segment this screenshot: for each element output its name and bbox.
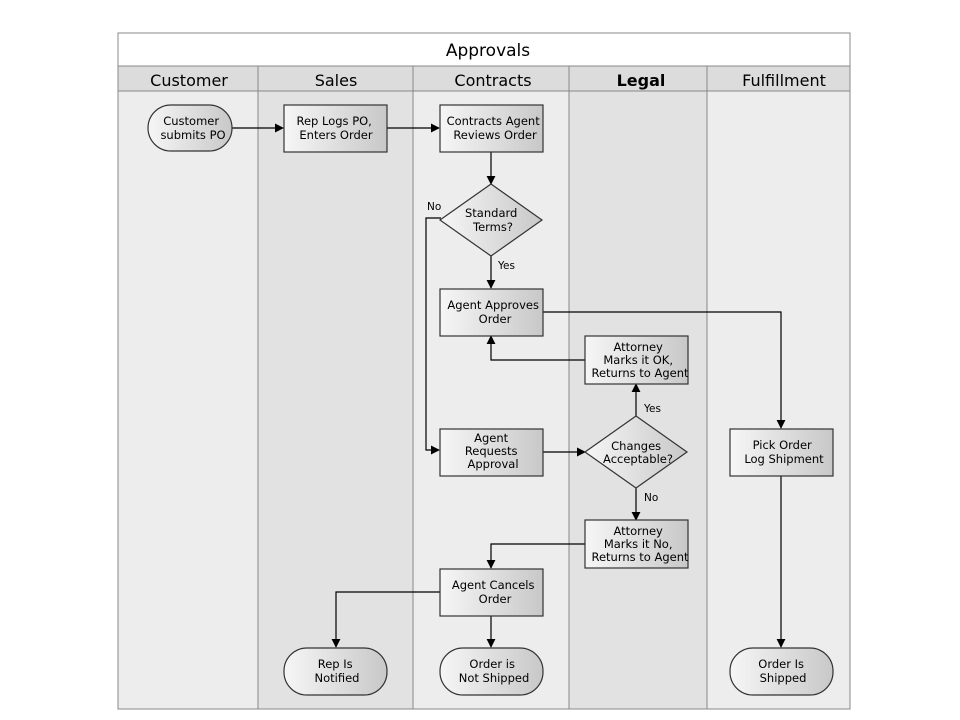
svg-text:Attorney Marks it OK,: Attorney Marks it OK, Returns to Agent <box>591 340 689 380</box>
edge-approve-to-pick-order <box>543 311 786 429</box>
edge-attorney-no-to-cancel <box>486 543 585 569</box>
node-attorney-marks-no: Attorney Marks it No, Returns to Agent <box>584 519 689 569</box>
node-rep-is-notified: Rep Is Notified <box>283 647 388 696</box>
node-text-line: Order <box>479 592 512 606</box>
svg-text:Order is Not Shipped: Order is Not Shipped <box>459 657 530 685</box>
node-text-line: Marks it No, <box>604 537 673 551</box>
node-text-line: Attorney <box>613 524 663 538</box>
edge-cancel-to-rep-notified <box>331 591 440 648</box>
node-text-line: Standard <box>465 206 517 220</box>
edge-attorney-ok-to-approve <box>486 335 585 361</box>
lane-label-fulfillment: Fulfillment <box>742 71 826 90</box>
node-order-is-shipped: Order Is Shipped <box>729 647 834 696</box>
node-attorney-marks-ok: Attorney Marks it OK, Returns to Agent <box>584 335 689 385</box>
flow-edges: Yes No Yes No <box>232 123 786 648</box>
node-text-line: Attorney <box>613 340 663 354</box>
node-agent-approves-order: Agent Approves Order <box>439 288 544 337</box>
lane-header-sales <box>257 65 414 92</box>
lane-label-sales: Sales <box>315 71 358 90</box>
svg-text:Order Is Shipped: Order Is Shipped <box>758 657 807 685</box>
node-text-line: Agent Approves <box>447 298 539 312</box>
lane-header-legal <box>568 65 708 92</box>
node-customer-submits-po: Customer submits PO <box>147 104 233 152</box>
node-text-line: Enters Order <box>299 128 372 142</box>
edge-label-standard-terms-no: No <box>427 201 441 213</box>
node-agent-requests-approval: Agent Requests Approval <box>439 428 544 477</box>
svg-text:Contracts Agent Review: Contracts Agent Reviews Order <box>447 114 544 142</box>
lane-header-fulfillment <box>706 65 851 92</box>
lane-label-customer: Customer <box>150 71 228 90</box>
node-agent-cancels-order: Agent Cancels Order <box>439 568 544 617</box>
node-text-line: Returns to Agent <box>591 366 689 380</box>
node-text-line: Pick Order <box>753 438 812 452</box>
node-text-line: Rep Is <box>318 657 353 671</box>
node-order-not-shipped: Order is Not Shipped <box>439 647 544 696</box>
lane-header-customer <box>117 65 259 92</box>
node-text-line: Acceptable? <box>603 452 673 466</box>
edge-standard-terms-no <box>425 217 441 455</box>
node-text-line: Agent <box>474 431 509 445</box>
lane-customer: Customer <box>117 65 259 710</box>
lane-label-legal: Legal <box>617 71 666 90</box>
node-text-line: Requests <box>465 444 518 458</box>
node-pick-order-log-shipment: Pick Order Log Shipment <box>729 428 834 477</box>
edge-label-changes-no: No <box>644 492 658 504</box>
edge-label-standard-terms-yes: Yes <box>497 260 515 272</box>
edge-label-changes-yes: Yes <box>643 403 661 415</box>
node-text-line: Rep Logs PO, <box>297 114 372 128</box>
decision-standard-terms: Standard Terms? <box>438 183 544 257</box>
node-text-line: Order <box>479 312 512 326</box>
lane-header-contracts <box>412 65 570 92</box>
node-text-line: Agent Cancels <box>452 578 535 592</box>
node-text-line: Marks it OK, <box>603 353 673 367</box>
svg-text:Agent Approves Order: Agent Approves Order <box>447 298 542 326</box>
svg-text:Customer submits PO: Customer submits PO <box>160 114 225 142</box>
lane-label-contracts: Contracts <box>454 71 531 90</box>
svg-text:Agent Cancels Order: Agent Cancels Order <box>452 578 538 606</box>
svg-text:Rep Is Notified: Rep Is Notified <box>315 657 360 685</box>
node-rep-logs-po: Rep Logs PO, Enters Order <box>283 104 388 153</box>
node-text-line: Returns to Agent <box>591 550 689 564</box>
flow-nodes: Customer submits PO Rep Logs PO, Enters … <box>147 104 834 696</box>
node-text-line: submits PO <box>160 128 225 142</box>
node-text-line: Not Shipped <box>459 671 530 685</box>
node-text-line: Order Is <box>758 657 804 671</box>
node-text-line: Notified <box>315 671 360 685</box>
svg-text:Rep Logs PO, Enters Or: Rep Logs PO, Enters Order <box>297 114 376 142</box>
lane-fulfillment: Fulfillment <box>706 65 851 710</box>
svg-text:Standard Terms?: Standard Terms? <box>465 206 521 234</box>
node-text-line: Shipped <box>760 671 807 685</box>
node-text-line: Customer <box>163 114 219 128</box>
node-text-line: Order is <box>469 657 515 671</box>
node-text-line: Approval <box>467 457 518 471</box>
svg-text:Pick Order Log Shipmen: Pick Order Log Shipment <box>744 438 824 466</box>
node-text-line: Log Shipment <box>744 452 824 466</box>
node-text-line: Contracts Agent <box>447 114 541 128</box>
svg-text:Agent Requests: Agent Requests Approval <box>465 431 521 471</box>
node-text-line: Changes <box>611 439 661 453</box>
node-text-line: Reviews Order <box>453 128 537 142</box>
lane-legal: Legal <box>568 65 708 710</box>
svg-text:Attorney Marks it No,: Attorney Marks it No, Returns to Agent <box>591 524 689 564</box>
node-contracts-agent-reviews: Contracts Agent Reviews Order <box>439 104 544 153</box>
decision-changes-acceptable: Changes Acceptable? <box>583 415 689 489</box>
diagram-title: Approvals <box>446 41 530 61</box>
svg-text:Changes Acceptable?: Changes Acceptable? <box>603 439 673 466</box>
node-text-line: Terms? <box>472 220 513 234</box>
